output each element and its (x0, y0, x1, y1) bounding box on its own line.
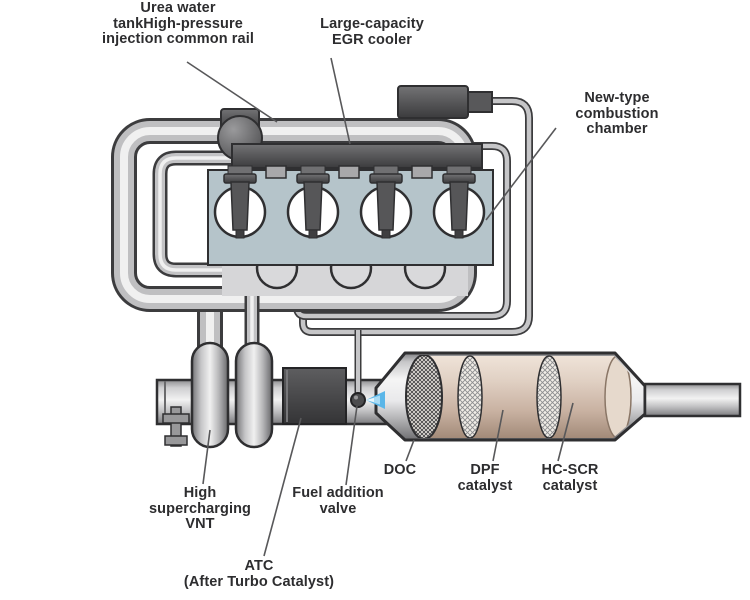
tailpipe (643, 382, 742, 418)
injector (296, 165, 330, 239)
catalyst-assembly (374, 351, 742, 442)
engine-block (207, 169, 494, 266)
label-vnt: High supercharging VNT (148, 485, 251, 532)
label-urea-common-rail: Urea water tankHigh-pressure injection c… (102, 0, 254, 47)
label-combustion-chamber: New-type combustion chamber (575, 90, 659, 137)
egr-cooler (397, 85, 493, 119)
leader-urea (186, 61, 278, 123)
label-fuel-addition-valve: Fuel addition valve (292, 485, 384, 517)
pipe-fitting (162, 406, 190, 447)
leader-atc (263, 417, 302, 557)
leader-combustion (485, 127, 557, 221)
fuel-valve-assembly (350, 330, 385, 409)
label-atc: ATC (After Turbo Catalyst) (183, 558, 335, 590)
label-egr-cooler: Large-capacity EGR cooler (320, 16, 424, 48)
turbo-vnt (190, 341, 274, 449)
fuel-valve (350, 392, 366, 408)
atc-block (282, 367, 347, 425)
leader-doc (405, 439, 415, 462)
egr-pipe-loops (293, 97, 533, 336)
mesh-separator (457, 355, 483, 438)
label-hc-scr: HC-SCR catalyst (541, 462, 599, 494)
leader-hcscr (557, 402, 574, 462)
injector (369, 165, 403, 239)
injector (223, 165, 257, 239)
leader-fuel-valve (345, 405, 358, 486)
injector (442, 165, 476, 239)
leader-dpf (492, 409, 504, 462)
common-rail (231, 143, 483, 179)
label-doc: DOC (383, 462, 417, 478)
doc-mesh-face (405, 355, 443, 438)
catalyst-substrate (420, 356, 620, 438)
leader-lines (186, 57, 574, 557)
leader-vnt (202, 429, 211, 485)
fuel-injectors (223, 165, 476, 239)
label-dpf: DPF catalyst (457, 462, 513, 494)
leader-egr (330, 57, 351, 145)
mesh-separator (536, 355, 562, 438)
